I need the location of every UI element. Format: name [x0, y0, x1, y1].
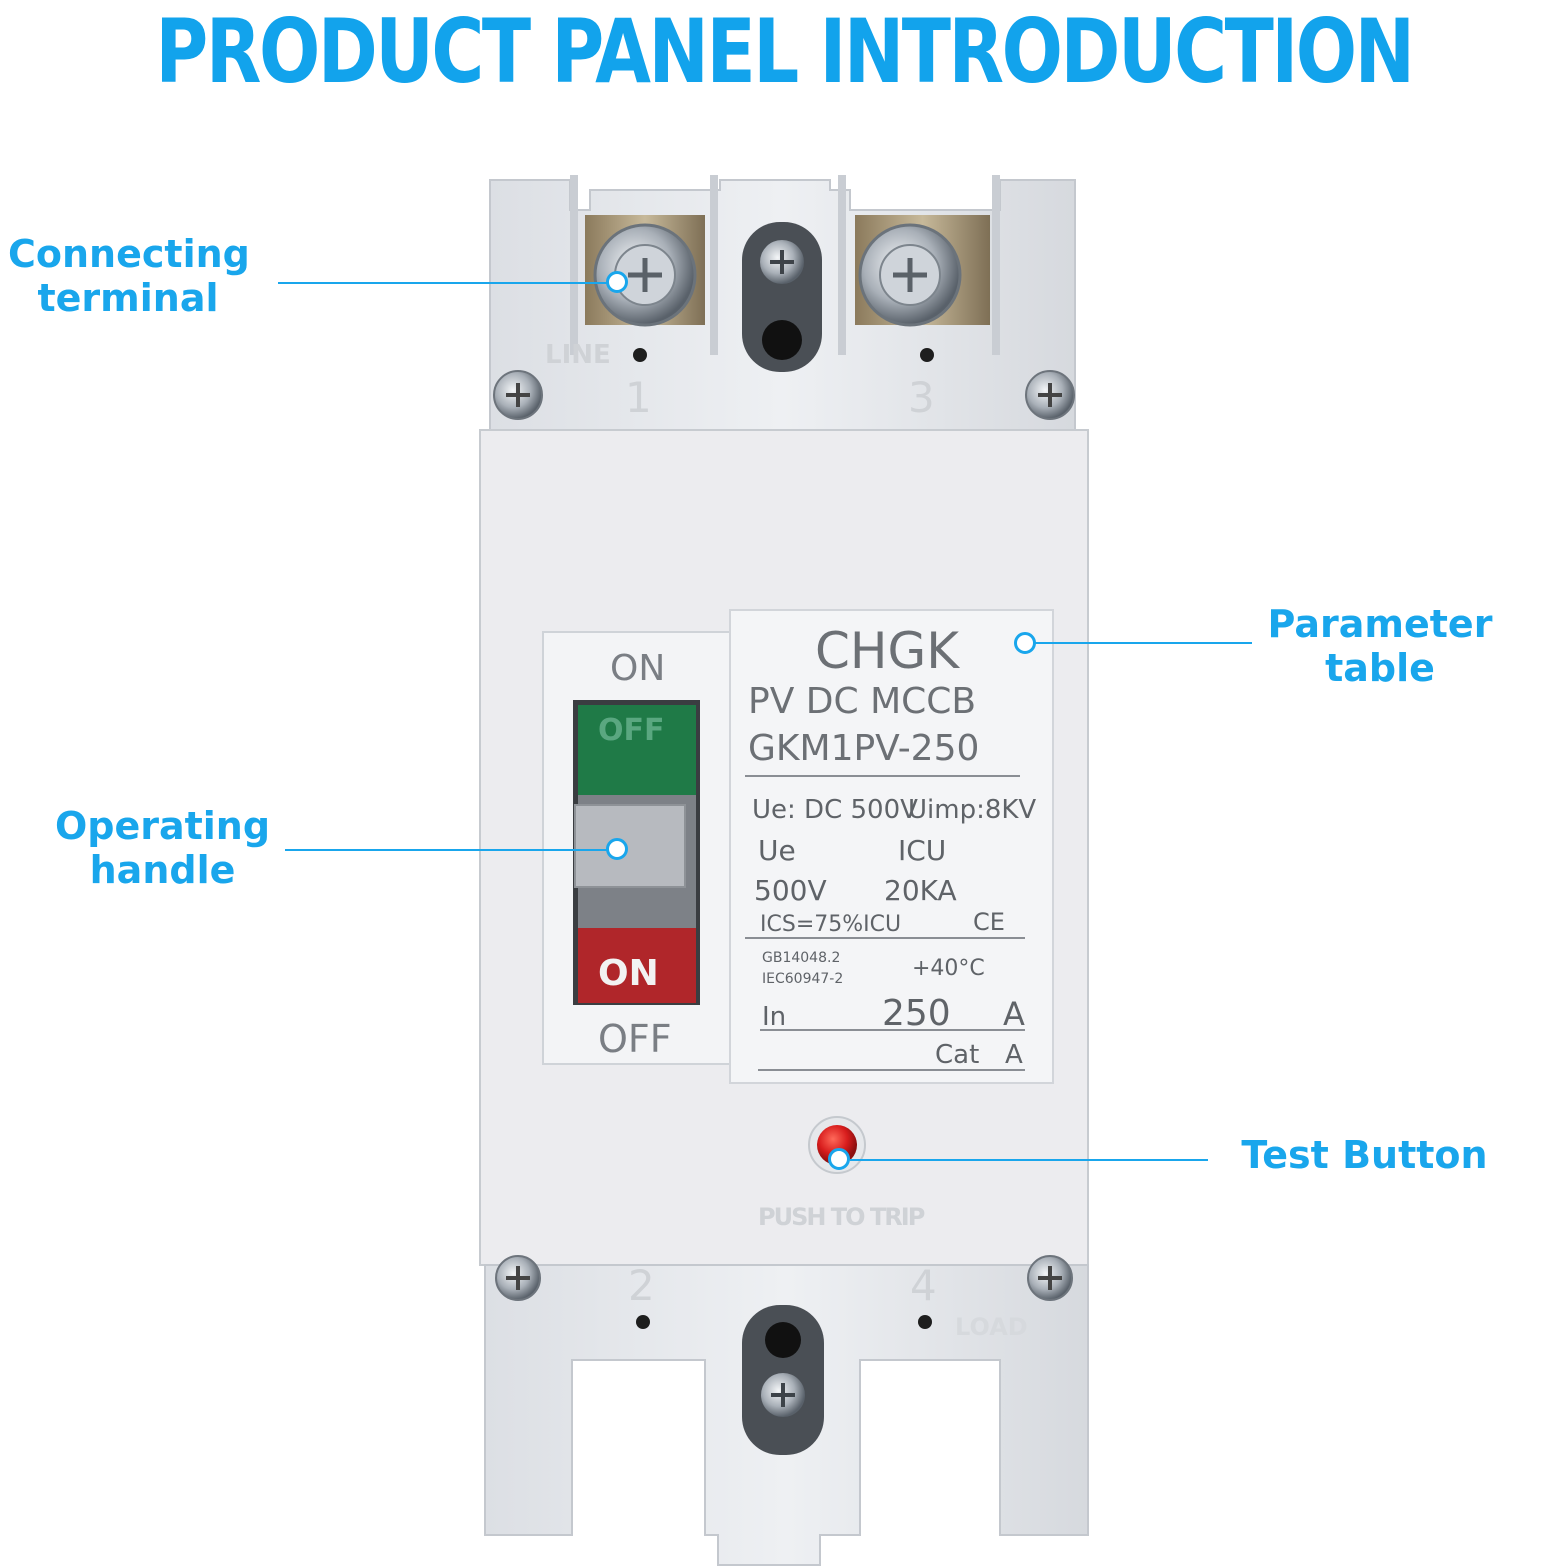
terminal-3-label: 3	[908, 373, 935, 422]
terminal-load-label: LOAD	[955, 1313, 1028, 1341]
leader-line-test-button	[850, 1159, 1208, 1161]
terminal-2-label: 2	[628, 1261, 655, 1310]
callout-parameter-table-line1: Parameter	[1267, 602, 1493, 646]
handle-on-window-label: ON	[598, 953, 659, 994]
label-ue-head: Ue	[758, 834, 796, 867]
label-in-value: 250	[882, 993, 951, 1034]
callout-parameter-table: Parameter table	[1265, 602, 1495, 690]
terminal-1-label: 1	[625, 373, 652, 422]
callout-operating-handle-line1: Operating	[54, 804, 271, 848]
handle-off-bottom-label: OFF	[598, 1017, 672, 1061]
label-icu-value: 20KA	[884, 874, 957, 907]
terminal-line-label: LINE	[545, 340, 611, 370]
top-terminal-block: LINE 1 3	[489, 175, 1076, 431]
page-title: PRODUCT PANEL INTRODUCTION	[155, 0, 1415, 103]
marker-operating-handle	[606, 838, 628, 860]
leader-line-operating-handle	[285, 849, 608, 851]
label-in-unit: A	[1003, 995, 1025, 1033]
label-cat-value: A	[1005, 1040, 1023, 1070]
parameter-label: CHGK PV DC MCCB GKM1PV-250 Ue: DC 500V U…	[729, 609, 1054, 1084]
marker-test-button	[828, 1148, 850, 1170]
callout-parameter-table-line2: table	[1325, 646, 1435, 690]
callout-connecting-terminal: Connecting terminal	[8, 232, 250, 320]
bottom-terminal-block: 2 4 LOAD	[484, 1255, 1089, 1566]
label-std1: GB14048.2	[762, 950, 840, 966]
callout-connecting-terminal-line1: Connecting	[8, 232, 250, 276]
label-ue-value: 500V	[754, 874, 827, 907]
push-to-trip-label: PUSH TO TRIP	[758, 1203, 925, 1231]
callout-operating-handle-line2: handle	[89, 848, 236, 892]
label-in: In	[762, 1002, 786, 1032]
label-brand: CHGK	[815, 622, 960, 680]
label-model: GKM1PV-250	[748, 728, 979, 769]
leader-line-parameter-table	[1032, 642, 1252, 644]
handle-off-window-label: OFF	[598, 713, 665, 748]
label-icu-head: ICU	[898, 834, 946, 867]
label-ue-dc: Ue: DC 500V	[752, 795, 918, 825]
label-ce-mark: CE	[973, 908, 1005, 936]
label-ics: ICS=75%ICU	[760, 912, 901, 937]
label-cat: Cat	[935, 1040, 979, 1070]
leader-line-connecting-terminal	[278, 282, 608, 284]
label-temp: +40°C	[912, 956, 985, 981]
callout-operating-handle: Operating handle	[50, 804, 275, 892]
callout-test-button: Test Button	[1241, 1133, 1488, 1177]
label-type: PV DC MCCB	[748, 681, 976, 722]
handle-on-top-label: ON	[610, 648, 665, 689]
marker-parameter-table	[1014, 632, 1036, 654]
label-std2: IEC60947-2	[762, 971, 843, 987]
terminal-4-label: 4	[910, 1261, 937, 1310]
marker-connecting-terminal	[606, 271, 628, 293]
callout-connecting-terminal-line2: terminal	[37, 276, 219, 320]
operating-handle-assembly: ON OFF ON OFF	[542, 631, 731, 1065]
label-uimp: Uimp:8KV	[908, 795, 1036, 825]
